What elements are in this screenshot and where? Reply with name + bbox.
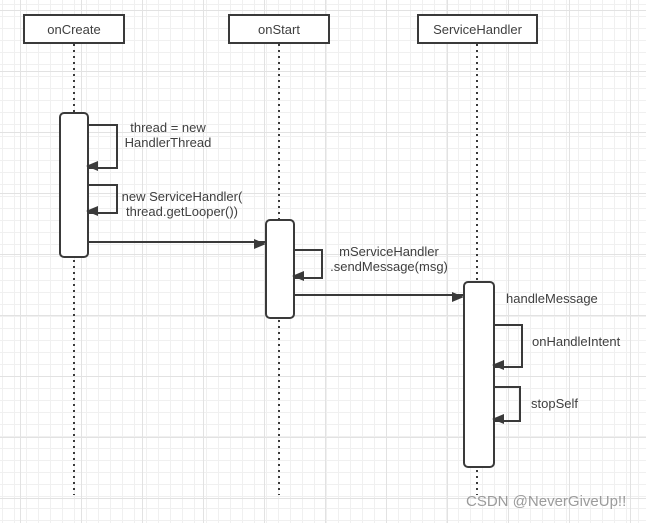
message-label-sendmessage: mServiceHandler .sendMessage(msg) bbox=[324, 244, 454, 274]
self-message-sendmessage bbox=[292, 249, 323, 281]
activation-onstart bbox=[265, 219, 295, 319]
lifeline-servicehandler bbox=[476, 44, 478, 495]
message-label-line: HandlerThread bbox=[124, 135, 212, 150]
self-message-create-thread bbox=[86, 124, 118, 171]
message-label-stopself: stopSelf bbox=[531, 396, 578, 411]
activation-oncreate bbox=[59, 112, 89, 258]
message-label-line: .sendMessage(msg) bbox=[330, 259, 448, 274]
message-label-line: thread = new bbox=[130, 120, 206, 135]
actor-label-onstart: onStart bbox=[258, 21, 300, 37]
self-message-new-servicehandler bbox=[86, 184, 118, 216]
actor-box-servicehandler: ServiceHandler bbox=[417, 14, 538, 44]
message-arrow-oncreate-to-onstart bbox=[89, 239, 266, 249]
arrowhead-icon bbox=[254, 239, 266, 249]
message-label-onhandleintent: onHandleIntent bbox=[532, 334, 621, 349]
message-label-line: mServiceHandler bbox=[339, 244, 439, 259]
csdn-watermark: CSDN @NeverGiveUp!! bbox=[466, 493, 627, 510]
actor-box-oncreate: onCreate bbox=[23, 14, 125, 44]
arrowhead-icon bbox=[492, 414, 504, 424]
message-label-new-servicehandler: new ServiceHandler( thread.getLooper()) bbox=[114, 189, 250, 219]
arrowhead-icon bbox=[86, 206, 98, 216]
arrowhead-icon bbox=[292, 271, 304, 281]
message-label-line: new ServiceHandler( bbox=[121, 189, 243, 204]
message-label-line: thread.getLooper()) bbox=[125, 204, 238, 219]
self-message-stopself bbox=[492, 386, 521, 424]
self-message-onhandleintent bbox=[492, 324, 523, 370]
actor-label-servicehandler: ServiceHandler bbox=[433, 21, 522, 37]
activation-servicehandler bbox=[463, 281, 495, 468]
arrowhead-icon bbox=[452, 292, 464, 302]
message-label-handlemessage: handleMessage bbox=[506, 291, 598, 306]
arrowhead-icon bbox=[86, 161, 98, 171]
lifeline-oncreate bbox=[73, 44, 75, 495]
actor-label-oncreate: onCreate bbox=[47, 21, 101, 37]
message-label-create-thread: thread = new HandlerThread bbox=[116, 120, 220, 150]
arrowhead-icon bbox=[492, 360, 504, 370]
message-arrow-onstart-to-servicehandler bbox=[295, 292, 464, 302]
actor-box-onstart: onStart bbox=[228, 14, 330, 44]
